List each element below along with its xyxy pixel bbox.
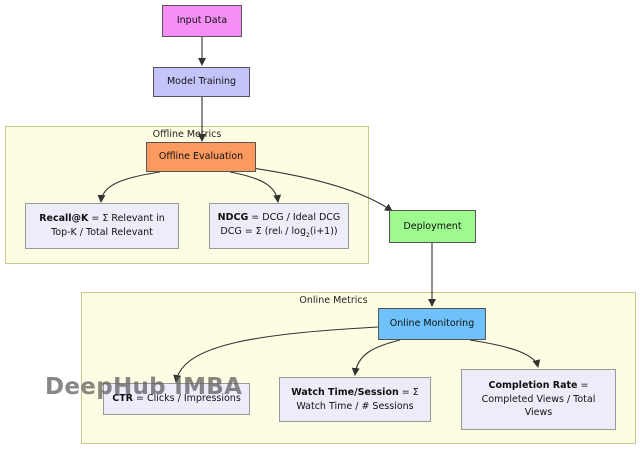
edge-online-monitor-completion [469, 339, 541, 368]
edge-online-monitor-watch [351, 339, 401, 376]
ctr-formula: = Clicks / Impressions [133, 393, 241, 405]
watermark-text: DeepHub IMBA [45, 374, 243, 400]
ndcg-formula-line2a: DCG = Σ (relᵢ / log [220, 226, 307, 238]
ndcg-node: NDCG = DCG / Ideal DCG DCG = Σ (relᵢ / l… [209, 203, 349, 249]
deployment-label: Deployment [403, 220, 462, 232]
edge-offline-eval-deployment [251, 167, 393, 212]
deployment-node: Deployment [389, 210, 476, 243]
ndcg-term: NDCG [217, 212, 249, 224]
edge-online-monitor-ctr [173, 326, 379, 383]
offline-evaluation-node: Offline Evaluation [146, 142, 256, 172]
recall-at-k-node: Recall@K = Σ Relevant in Top-K / Total R… [25, 203, 179, 249]
online-monitoring-node: Online Monitoring [378, 308, 486, 340]
recall-term: Recall@K [39, 213, 89, 225]
completion-formula-line3: Views [524, 407, 553, 419]
completion-rate-node: Completion Rate = Completed Views / Tota… [461, 369, 616, 430]
watch-term: Watch Time/Session [291, 386, 399, 398]
input-data-label: Input Data [176, 15, 228, 27]
edge-offline-eval-recall [97, 171, 161, 203]
online-monitoring-label: Online Monitoring [389, 318, 475, 330]
model-training-label: Model Training [166, 76, 237, 88]
edge-offline-eval-ndcg [229, 171, 282, 203]
input-data-node: Input Data [162, 5, 242, 37]
ndcg-formula-line1: = DCG / Ideal DCG [248, 212, 341, 224]
completion-formula-line1: = [577, 379, 589, 391]
recall-formula-line2: Top-K / Total Relevant [51, 227, 153, 238]
watch-formula-line2: Watch Time / # Sessions [296, 400, 414, 412]
ndcg-log-base: 2 [306, 231, 310, 239]
model-training-node: Model Training [153, 67, 250, 97]
watch-time-node: Watch Time/Session = Σ Watch Time / # Se… [279, 377, 431, 422]
ndcg-formula-line2b: (i+1)) [309, 226, 338, 238]
ctr-term: CTR [112, 393, 133, 405]
completion-term: Completion Rate [488, 379, 578, 391]
online-metrics-label: Online Metrics [299, 295, 368, 306]
ctr-node: CTR = Clicks / Impressions [103, 383, 250, 415]
offline-metrics-label: Offline Metrics [152, 129, 222, 140]
offline-evaluation-label: Offline Evaluation [158, 151, 244, 163]
watch-formula-line1: = Σ [398, 386, 419, 398]
completion-formula-line2: Completed Views / Total [481, 393, 596, 405]
recall-formula-line1: = Σ Relevant in [88, 213, 165, 225]
